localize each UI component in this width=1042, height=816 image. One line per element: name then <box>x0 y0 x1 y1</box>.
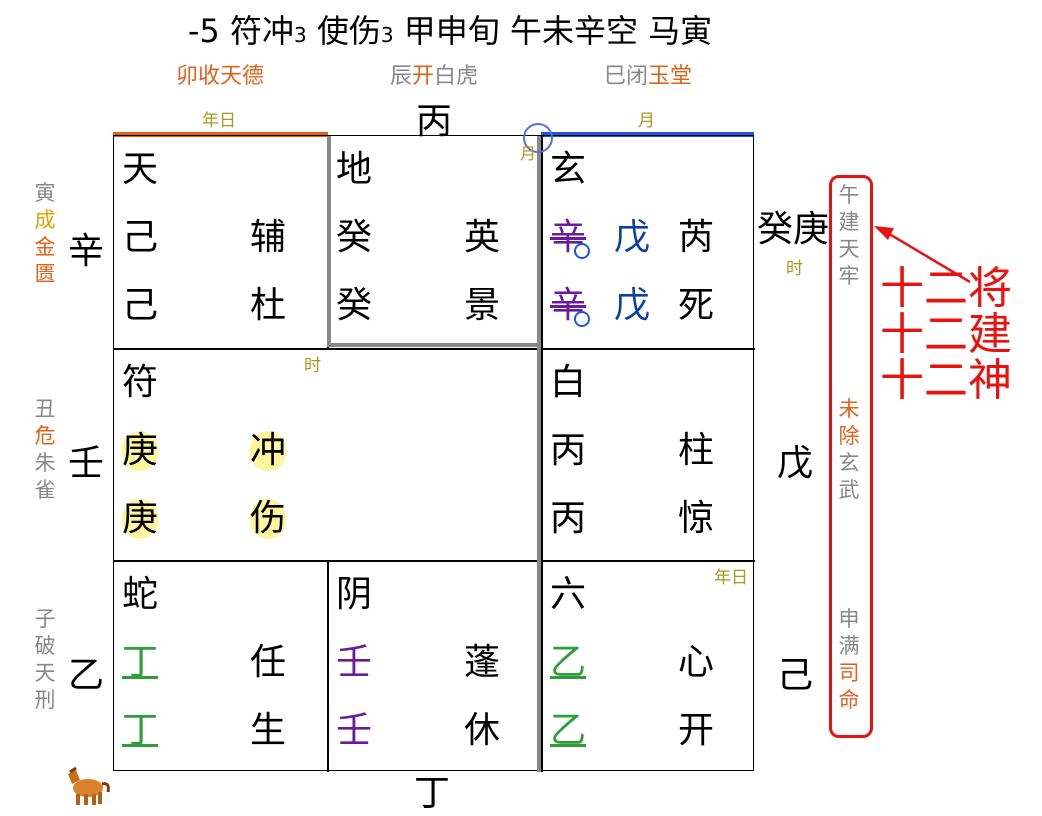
earth-stem: 乙 <box>550 710 587 751</box>
void-ring-icon <box>574 311 590 327</box>
month-circle-label: 月 <box>520 144 537 163</box>
heaven-stem: 癸 <box>336 217 373 258</box>
left-stem: 辛 <box>68 231 105 272</box>
earth-stem-highlight: 庚 <box>122 498 159 539</box>
star-label: 英 <box>464 217 501 258</box>
spirit-label: 符 <box>122 362 159 403</box>
top-bar-blue <box>541 132 754 137</box>
earth-stem: 癸 <box>336 285 373 326</box>
annotation-text: 十二将 十二建 十二神 <box>880 263 1012 406</box>
palace-cell: 蛇 丁 任 丁 生 <box>114 561 327 773</box>
hidden-stem: 戊 <box>614 285 651 326</box>
door-label: 开 <box>678 710 715 751</box>
earth-stem: 丙 <box>550 498 587 539</box>
star-label: 蓬 <box>464 642 501 683</box>
palace-cell: 玄 辛 戊 芮 辛 戊 死 <box>542 136 755 348</box>
palace-cell: 符 时 庚 冲 庚 伤 <box>114 349 327 561</box>
right-stem: 戊 <box>777 443 814 484</box>
heaven-stem: 丁 <box>122 642 159 683</box>
left-side-label: 子破天刑 <box>34 607 56 712</box>
star-label: 心 <box>678 642 715 683</box>
top-bar-orange <box>113 132 328 137</box>
horse-icon <box>68 766 110 805</box>
spirit-label: 玄 <box>550 149 587 190</box>
grid-line <box>114 348 755 350</box>
heaven-stem: 壬 <box>336 642 373 683</box>
right-highlight-box <box>829 175 873 738</box>
door-label: 死 <box>678 285 715 326</box>
right-stem: 己 <box>777 655 814 696</box>
grid-line <box>541 136 543 772</box>
spirit-label: 地 <box>336 149 373 190</box>
right-stem-tag: 时 <box>786 259 803 279</box>
palace-grid: 天 己 辅 己 杜 地 癸 英 癸 景 玄 辛 戊 芮 辛 戊 死 符 时 庚 … <box>113 135 755 773</box>
door-label: 生 <box>250 710 287 751</box>
star-label: 柱 <box>678 430 715 471</box>
cell-tag-shi: 时 <box>304 356 321 376</box>
right-side-label: 申满司命 <box>838 607 860 712</box>
palace-cell: 六 年日 乙 心 乙 开 <box>542 561 755 773</box>
cell-tag-nianri: 年日 <box>714 568 748 588</box>
month-circle-marker <box>523 123 553 153</box>
grid-line <box>327 560 329 772</box>
top-god-left: 卯收天德 <box>175 64 265 89</box>
top-god-right: 巳闭玉堂 <box>603 64 693 89</box>
heaven-stem: 乙 <box>550 642 587 683</box>
heaven-stem-highlight: 庚 <box>122 430 159 471</box>
star-label: 任 <box>250 642 287 683</box>
door-label: 景 <box>464 285 501 326</box>
spirit-label: 天 <box>122 149 159 190</box>
earth-stem: 己 <box>122 285 159 326</box>
star-label: 辅 <box>250 217 287 258</box>
heaven-stem: 丙 <box>550 430 587 471</box>
left-side-label: 丑危朱雀 <box>34 397 56 502</box>
annotation-arrow-icon <box>874 226 971 284</box>
door-label-highlight: 伤 <box>250 498 287 539</box>
left-stem: 乙 <box>68 655 105 696</box>
top-tag-nianri: 年日 <box>202 111 236 131</box>
hidden-stem: 戊 <box>614 217 651 258</box>
star-label: 芮 <box>678 217 715 258</box>
left-stem: 壬 <box>68 443 105 484</box>
palace-cell: 地 癸 英 癸 景 <box>328 136 541 348</box>
chart-title: -5 符冲3 使伤3 甲申旬 午未辛空 马寅 <box>187 12 713 50</box>
palace-cell: 阴 壬 蓬 壬 休 <box>328 561 541 773</box>
star-label-highlight: 冲 <box>250 430 287 471</box>
heaven-stem: 己 <box>122 217 159 258</box>
door-label: 惊 <box>678 498 715 539</box>
top-tag-yue: 月 <box>638 111 655 131</box>
spirit-label: 阴 <box>336 574 373 615</box>
outer-stem-bottom: 丁 <box>414 773 451 814</box>
earth-stem: 丁 <box>122 710 159 751</box>
earth-stem: 壬 <box>336 710 373 751</box>
left-side-label: 寅成金匮 <box>34 181 56 286</box>
right-stem: 癸庚 <box>757 209 830 250</box>
right-side-label: 午建天牢 <box>838 183 860 288</box>
door-label: 杜 <box>250 285 287 326</box>
spirit-label: 蛇 <box>122 574 159 615</box>
spirit-label: 白 <box>550 362 587 403</box>
door-label: 休 <box>464 710 501 751</box>
grid-line <box>114 560 755 562</box>
center-frame-right <box>537 347 541 772</box>
top-god-middle: 辰开白虎 <box>389 64 479 89</box>
palace-cell: 天 己 辅 己 杜 <box>114 136 327 348</box>
palace-cell: 白 丙 柱 丙 惊 <box>542 349 755 561</box>
spirit-label: 六 <box>550 574 587 615</box>
void-ring-icon <box>574 243 590 259</box>
center-frame-top <box>327 136 541 347</box>
right-side-label: 未除玄武 <box>838 397 860 502</box>
